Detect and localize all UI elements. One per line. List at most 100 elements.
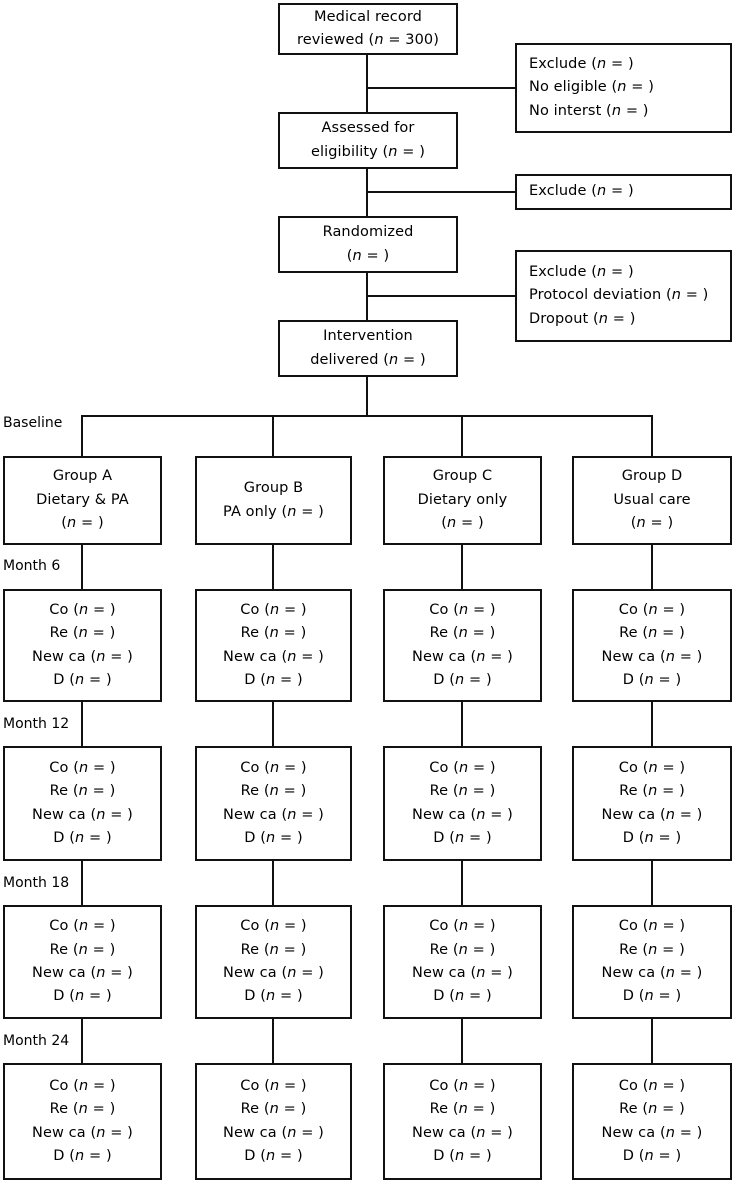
box-line: eligibility (n = )	[310, 143, 426, 160]
connector-col3-m18-m24	[461, 1019, 463, 1063]
followup-line: Co (n = )	[49, 918, 116, 935]
connector-intervention-to-baseline	[366, 375, 368, 417]
box-assessed-eligibility[interactable]: Assessed for eligibility (n = )	[278, 112, 458, 169]
followup-line: New ca (n = )	[601, 965, 703, 981]
connector-col2-m6-m12	[272, 702, 274, 746]
followup-line: Re (n = )	[49, 783, 116, 800]
connector-col1-baseline-m6	[81, 545, 83, 589]
box-exclusion-2[interactable]: Exclude (n = )	[515, 174, 732, 210]
followup-line: Co (n = )	[618, 918, 686, 935]
followup-line: Re (n = )	[49, 1101, 116, 1118]
box-line: Intervention	[323, 328, 413, 345]
followup-line: D (n = )	[53, 829, 112, 846]
box-followup-m12-group-a[interactable]: Co (n = ) Re (n = ) New ca (n = ) D (n =…	[3, 746, 162, 861]
connector-baseline-drop-col2	[272, 415, 274, 456]
connector-baseline-drop-col1	[81, 415, 83, 456]
exclusion-line: Dropout (n = )	[529, 310, 636, 327]
box-line: Medical record	[314, 8, 422, 25]
box-line: reviewed (n = 300)	[296, 32, 440, 48]
followup-line: Re (n = )	[619, 1101, 685, 1118]
followup-line: D (n = )	[433, 988, 492, 1005]
followup-line: Co (n = )	[240, 1077, 307, 1094]
connector-col4-baseline-m6	[651, 545, 653, 589]
followup-line: New ca (n = )	[412, 965, 513, 981]
followup-line: New ca (n = )	[412, 806, 513, 823]
followup-line: D (n = )	[53, 1147, 112, 1164]
followup-line: D (n = )	[622, 671, 682, 688]
connector-col2-m12-m18	[272, 861, 274, 905]
followup-line: New ca (n = )	[223, 806, 324, 823]
box-followup-m24-group-c[interactable]: Co (n = ) Re (n = ) New ca (n = ) D (n =…	[383, 1063, 542, 1180]
followup-line: New ca (n = )	[32, 648, 133, 665]
box-randomized[interactable]: Randomized (n = )	[278, 216, 458, 273]
followup-line: Co (n = )	[49, 1077, 116, 1094]
box-group-c[interactable]: Group C Dietary only (n = )	[383, 456, 542, 545]
box-followup-m24-group-b[interactable]: Co (n = ) Re (n = ) New ca (n = ) D (n =…	[195, 1063, 352, 1180]
followup-line: D (n = )	[53, 988, 112, 1005]
followup-line: Co (n = )	[429, 759, 496, 776]
followup-line: D (n = )	[622, 829, 682, 846]
connector-col3-m12-m18	[461, 861, 463, 905]
followup-line: New ca (n = )	[32, 965, 133, 981]
followup-line: Co (n = )	[240, 918, 307, 935]
box-followup-m12-group-d[interactable]: Co (n = ) Re (n = ) New ca (n = ) D (n =…	[572, 746, 732, 861]
box-followup-m24-group-a[interactable]: Co (n = ) Re (n = ) New ca (n = ) D (n =…	[3, 1063, 162, 1180]
exclusion-line: Exclude (n = )	[529, 263, 634, 280]
box-followup-m18-group-d[interactable]: Co (n = ) Re (n = ) New ca (n = ) D (n =…	[572, 905, 732, 1019]
box-medical-record[interactable]: Medical record reviewed (n = 300)	[278, 3, 458, 55]
box-followup-m12-group-c[interactable]: Co (n = ) Re (n = ) New ca (n = ) D (n =…	[383, 746, 542, 861]
followup-line: D (n = )	[433, 1147, 492, 1164]
box-line: Assessed for	[321, 120, 415, 137]
followup-line: New ca (n = )	[32, 1124, 133, 1141]
followup-line: Re (n = )	[429, 941, 496, 958]
stage-label-month-6: Month 6	[3, 559, 64, 573]
group-line: Group B	[243, 480, 304, 497]
followup-line: Re (n = )	[240, 625, 307, 642]
box-group-a[interactable]: Group A Dietary & PA (n = )	[3, 456, 162, 545]
followup-line: Re (n = )	[619, 941, 685, 958]
stage-label-month-12: Month 12	[3, 717, 73, 731]
followup-line: Re (n = )	[429, 783, 496, 800]
connector-baseline-drop-col4	[651, 415, 653, 456]
box-exclusion-3[interactable]: Exclude (n = ) Protocol deviation (n = )…	[515, 250, 732, 342]
connector-col4-m12-m18	[651, 861, 653, 905]
followup-line: Co (n = )	[240, 601, 307, 618]
connector-branch-exclusion-1	[366, 87, 516, 89]
followup-line: New ca (n = )	[223, 965, 324, 981]
connector-col4-m6-m12	[651, 702, 653, 746]
box-followup-m18-group-c[interactable]: Co (n = ) Re (n = ) New ca (n = ) D (n =…	[383, 905, 542, 1019]
box-followup-m12-group-b[interactable]: Co (n = ) Re (n = ) New ca (n = ) D (n =…	[195, 746, 352, 861]
box-followup-m24-group-d[interactable]: Co (n = ) Re (n = ) New ca (n = ) D (n =…	[572, 1063, 732, 1180]
exclusion-line: No eligible (n = )	[529, 79, 654, 96]
box-group-d[interactable]: Group D Usual care (n = )	[572, 456, 732, 545]
followup-line: D (n = )	[622, 1147, 682, 1164]
followup-line: Co (n = )	[618, 601, 686, 618]
followup-line: New ca (n = )	[601, 648, 703, 665]
group-line: Usual care	[613, 491, 691, 508]
exclusion-line: Protocol deviation (n = )	[529, 287, 709, 304]
followup-line: D (n = )	[244, 1147, 303, 1164]
box-intervention-delivered[interactable]: Intervention delivered (n = )	[278, 320, 458, 377]
box-followup-m6-group-b[interactable]: Co (n = ) Re (n = ) New ca (n = ) D (n =…	[195, 589, 352, 702]
connector-col1-m18-m24	[81, 1019, 83, 1063]
box-followup-m6-group-d[interactable]: Co (n = ) Re (n = ) New ca (n = ) D (n =…	[572, 589, 732, 702]
followup-line: D (n = )	[433, 671, 492, 688]
box-followup-m18-group-b[interactable]: Co (n = ) Re (n = ) New ca (n = ) D (n =…	[195, 905, 352, 1019]
followup-line: Co (n = )	[49, 601, 116, 618]
group-line: Group D	[621, 468, 683, 485]
stage-label-month-24: Month 24	[3, 1034, 73, 1048]
followup-line: Re (n = )	[240, 1101, 307, 1118]
followup-line: Co (n = )	[49, 759, 116, 776]
followup-line: D (n = )	[53, 671, 112, 688]
box-group-b[interactable]: Group B PA only (n = )	[195, 456, 352, 545]
box-exclusion-1[interactable]: Exclude (n = ) No eligible (n = ) No int…	[515, 43, 732, 133]
followup-line: Re (n = )	[49, 941, 116, 958]
followup-line: Re (n = )	[240, 783, 307, 800]
box-followup-m6-group-a[interactable]: Co (n = ) Re (n = ) New ca (n = ) D (n =…	[3, 589, 162, 702]
box-followup-m18-group-a[interactable]: Co (n = ) Re (n = ) New ca (n = ) D (n =…	[3, 905, 162, 1019]
group-line: (n = )	[441, 515, 484, 532]
group-line: PA only (n = )	[223, 503, 324, 520]
followup-line: New ca (n = )	[412, 648, 513, 665]
group-line: (n = )	[630, 515, 674, 532]
box-followup-m6-group-c[interactable]: Co (n = ) Re (n = ) New ca (n = ) D (n =…	[383, 589, 542, 702]
